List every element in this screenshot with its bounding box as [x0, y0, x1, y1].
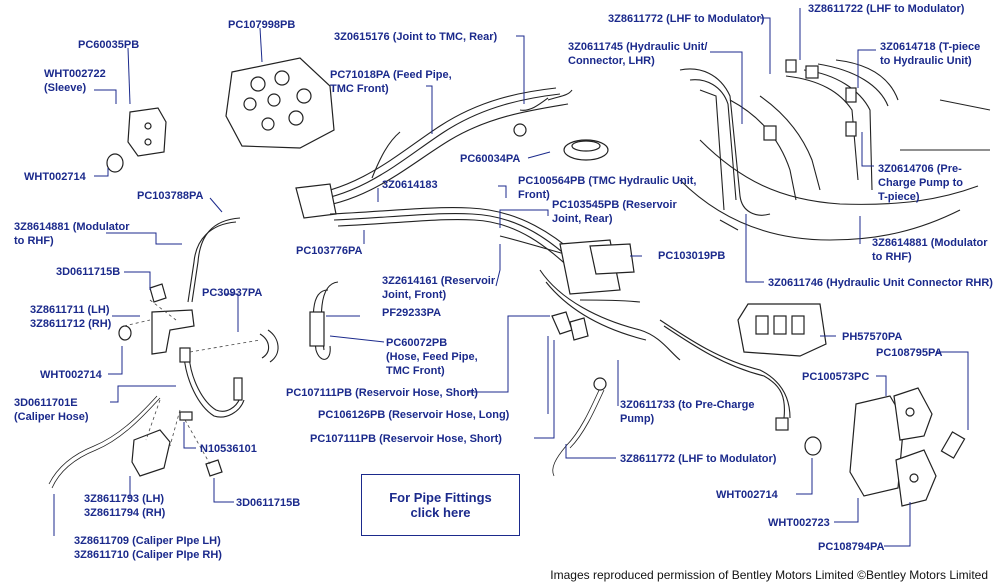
label-pc107111pb-b: PC107111PB (Reservoir Hose, Short) — [310, 433, 502, 445]
connector-block-part — [737, 303, 827, 357]
label-z0611733: 3Z0611733 (to Pre-Charge Pump) — [620, 399, 755, 425]
label-pc103788pa: PC103788PA — [137, 190, 204, 202]
sleeve-bracket-part — [106, 107, 167, 173]
label-pc103545pb: PC103545PB (Reservoir Joint, Rear) — [552, 199, 677, 225]
label-pc60072pb: PC60072PB (Hose, Feed Pipe, TMC Front) — [386, 337, 478, 377]
label-z0611746: 3Z0611746 (Hydraulic Unit Connector RHR) — [768, 277, 993, 289]
label-pc100573pc: PC100573PC — [802, 371, 870, 383]
label-pc103776pa: PC103776PA — [296, 245, 363, 257]
label-wht002714-b: WHT002714 — [40, 369, 102, 381]
reservoir-hose-part — [309, 281, 339, 360]
label-pc103019pb: PC103019PB — [658, 250, 726, 262]
label-z8611772-top: 3Z8611772 (LHF to Modulator) — [608, 13, 765, 25]
label-pc108794pa: PC108794PA — [818, 541, 885, 553]
label-pc100564pb: PC100564PB (TMC Hydraulic Unit, Front) — [518, 175, 697, 201]
main-pipe-bundle — [295, 87, 791, 477]
label-ph57570pa: PH57570PA — [842, 331, 903, 343]
label-z8611709: 3Z8611709 (Caliper PIpe LH) 3Z8611710 (C… — [74, 535, 222, 561]
label-d0611715b-b: 3D0611715B — [236, 497, 301, 509]
label-z0615176: 3Z0615176 (Joint to TMC, Rear) — [334, 31, 498, 43]
label-z0614183: 3Z0614183 — [382, 179, 438, 191]
left-caliper-pipes — [48, 217, 279, 489]
label-z8611711: 3Z8611711 (LH) 3Z8611712 (RH) — [30, 304, 112, 330]
hydraulic-unit-assembly — [679, 59, 991, 241]
pipe-fittings-link-line2: click here — [410, 505, 471, 520]
label-pc60035pb: PC60035PB — [78, 39, 140, 51]
label-z8611722: 3Z8611722 (LHF to Modulator) — [808, 3, 965, 15]
label-pc106126pb: PC106126PB (Reservoir Hose, Long) — [318, 409, 510, 421]
label-z8611793: 3Z8611793 (LH) 3Z8611794 (RH) — [84, 493, 166, 519]
label-z8614881-right: 3Z8614881 (Modulator to RHF) — [872, 237, 988, 263]
mount-block-part — [225, 57, 335, 149]
pipe-fittings-link-button[interactable]: For Pipe Fittings click here — [361, 474, 520, 536]
label-wht002723: WHT002723 — [768, 517, 830, 529]
label-wht002714-a: WHT002714 — [24, 171, 86, 183]
copyright-credits: Images reproduced permission of Bentley … — [550, 568, 988, 582]
label-pc60034pa: PC60034PA — [460, 153, 521, 165]
label-z0611745: 3Z0611745 (Hydraulic Unit/ Connector, LH… — [568, 41, 708, 67]
label-pc107998pb: PC107998PB — [228, 19, 296, 31]
label-z0614718: 3Z0614718 (T-piece to Hydraulic Unit) — [880, 41, 981, 67]
pipe-fittings-link-line1: For Pipe Fittings — [389, 490, 492, 505]
label-pf29233pa: PF29233PA — [382, 307, 442, 319]
label-pc107111pb-a: PC107111PB (Reservoir Hose, Short) — [286, 387, 478, 399]
label-pc108795pa: PC108795PA — [876, 347, 943, 359]
label-pc71018pa: PC71018PA (Feed Pipe, TMC Front) — [330, 69, 452, 95]
clamp-parts — [804, 387, 966, 507]
label-z2614161: 3Z2614161 (Reservoir Joint, Front) — [382, 275, 496, 301]
label-z8611772-bottom: 3Z8611772 (LHF to Modulator) — [620, 453, 777, 465]
label-wht002714-c: WHT002714 — [716, 489, 778, 501]
label-d0611701e: 3D0611701E (Caliper Hose) — [14, 397, 89, 423]
label-n10536101: N10536101 — [200, 443, 257, 455]
label-d0611715b-a: 3D0611715B — [56, 266, 121, 278]
label-pc30937pa: PC30937PA — [202, 287, 263, 299]
label-z0614706: 3Z0614706 (Pre- Charge Pump to T-piece) — [878, 163, 963, 203]
label-wht002722: WHT002722 (Sleeve) — [44, 68, 106, 94]
leader-lines — [53, 8, 969, 547]
label-z8614881-left: 3Z8614881 (Modulator to RHF) — [14, 221, 130, 247]
